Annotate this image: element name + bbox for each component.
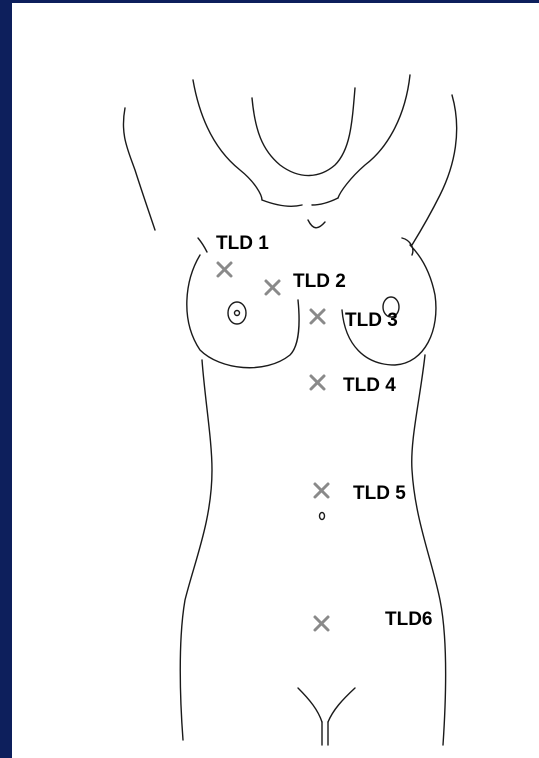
tld6-marker	[315, 617, 328, 630]
tld5-marker	[315, 484, 328, 497]
right-breast	[342, 245, 436, 365]
tld4-marker	[311, 376, 324, 389]
navel	[320, 513, 325, 520]
tld1-label: TLD 1	[216, 233, 269, 254]
tld4-label: TLD 4	[343, 375, 396, 396]
left-arm-outer	[123, 108, 155, 230]
sternal-notch	[308, 220, 325, 228]
tld-labels: TLD 1 TLD 2 TLD 3 TLD 4 TLD 5 TLD6	[216, 233, 433, 630]
tld-markers	[218, 263, 328, 630]
groin-right	[328, 688, 355, 722]
neck	[252, 88, 355, 176]
groin-left	[298, 688, 322, 722]
left-nipple-center	[235, 311, 240, 316]
left-collar	[262, 200, 302, 206]
right-flank	[412, 355, 446, 745]
tld2-label: TLD 2	[293, 271, 346, 292]
tld2-marker	[266, 281, 279, 294]
tld3-marker	[311, 310, 324, 323]
left-nipple	[228, 302, 246, 324]
tld3-label: TLD 3	[345, 310, 398, 331]
tld1-marker	[218, 263, 231, 276]
left-axilla	[198, 238, 207, 252]
right-arm-outer	[412, 95, 457, 245]
left-breast	[187, 255, 299, 368]
left-flank	[180, 360, 212, 740]
groin-center	[322, 722, 328, 745]
torso-outline	[123, 75, 456, 745]
tld5-label: TLD 5	[353, 483, 406, 504]
right-collar	[312, 198, 338, 205]
tld6-label: TLD6	[385, 609, 433, 630]
